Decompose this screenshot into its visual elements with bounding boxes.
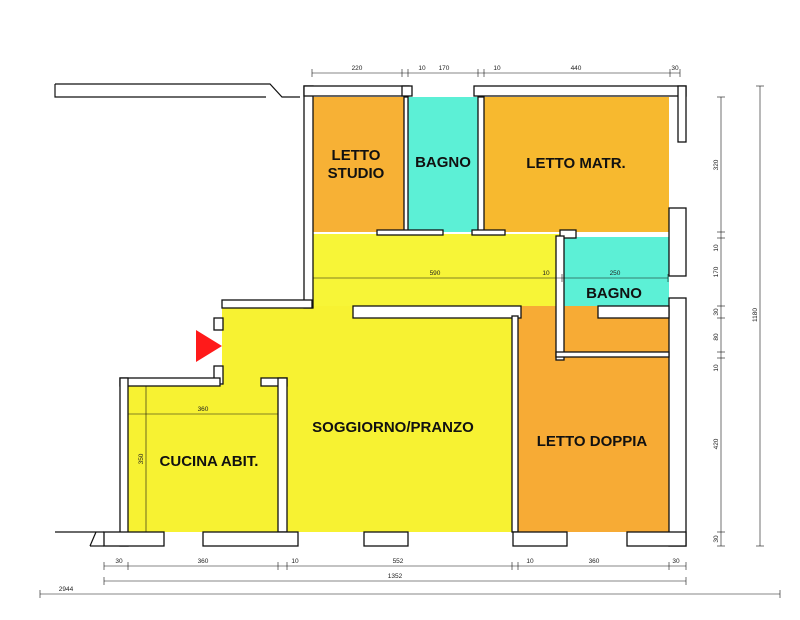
dim-corridor-0: 590 [430,270,441,277]
dim-overall: 2944 [59,586,74,593]
dimension-right: 320 10 170 30 80 10 420 30 1180 [713,85,764,547]
label-bagno-top: BAGNO [415,154,471,171]
dim-bottom-2: 10 [291,558,299,565]
room-letto-studio [312,97,404,232]
entrance-arrow-icon [196,330,222,362]
dim-top-3: 10 [493,65,501,72]
dim-top-4: 440 [571,65,582,72]
dim-top-1: 10 [418,65,426,72]
dim-right-0: 320 [713,159,720,170]
dimension-corridor: 590 10 250 [312,270,669,282]
dim-top-5: 30 [671,65,679,72]
dim-right-5: 10 [713,364,720,372]
label-letto-matr: LETTO MATR. [526,155,625,172]
dim-cucina-height: 350 [138,453,145,464]
dim-bottom-4: 10 [526,558,534,565]
dim-bottom-3: 552 [393,558,404,565]
dimension-cucina: 360 350 [127,385,279,533]
dimension-bottom: 30 360 10 552 10 360 30 1352 2944 [39,558,781,598]
dim-right-total: 1180 [752,308,759,322]
walls [54,83,687,547]
room-letto-matr [483,97,669,232]
dim-bottom-5: 360 [589,558,600,565]
dim-bottom-0: 30 [115,558,123,565]
dim-corridor-2: 250 [610,270,621,277]
label-letto-doppia: LETTO DOPPIA [537,433,648,450]
dim-right-4: 80 [713,333,720,341]
dim-corridor-1: 10 [542,270,550,277]
dim-right-1: 10 [713,244,720,252]
dim-right-3: 30 [713,308,720,316]
dim-cucina-width: 360 [198,406,209,413]
room-corridor [312,234,562,306]
dim-bottom-total: 1352 [388,573,403,580]
room-letto-doppia [518,306,669,532]
label-soggiorno: SOGGIORNO/PRANZO [312,419,474,436]
label-bagno-right: BAGNO [586,285,642,302]
dim-right-7: 30 [713,535,720,543]
label-cucina: CUCINA ABIT. [160,453,259,470]
dimension-top: 220 10 170 10 440 30 [311,65,681,77]
dim-right-6: 420 [713,438,720,449]
label-letto-studio-2: STUDIO [328,165,385,182]
dim-top-2: 170 [439,65,450,72]
dim-top-0: 220 [352,65,363,72]
label-letto-studio-1: LETTO [332,147,381,164]
room-cucina-abit [128,385,278,532]
dim-right-2: 170 [713,266,720,277]
room-bagno-top [407,97,480,232]
dim-bottom-6: 30 [672,558,680,565]
dim-bottom-1: 360 [198,558,209,565]
